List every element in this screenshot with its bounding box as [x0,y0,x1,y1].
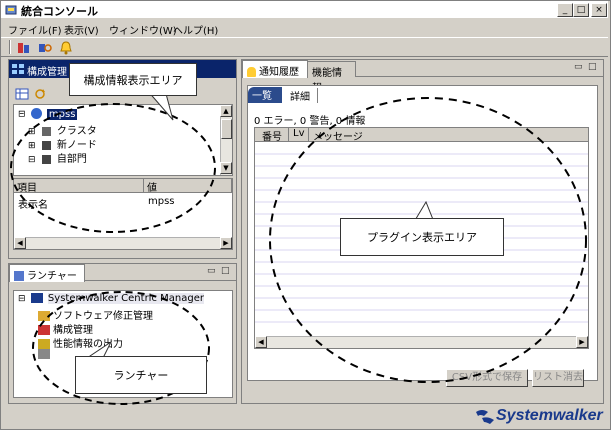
launcher-root[interactable]: ⊟ Systemwalker Centric Manager [18,293,204,304]
prop-name: 表示名 [18,200,48,211]
config-area-callout: 構成情報表示エリア [69,63,197,96]
launcher-icon [14,271,24,281]
scroll-down-icon[interactable]: ▼ [220,162,232,174]
scroll-right-icon[interactable]: ▶ [576,336,588,348]
plugin-panel: 通知履歴 機能情報 ▭ □ 一覧 詳細 0 エラー, 0 警告, 0 情報 番号… [241,59,604,404]
column-header-level[interactable]: Lv [289,128,309,142]
tab-label: 通知履歴 [259,67,299,78]
grid-icon [12,64,24,74]
launcher-panel: ランチャー ▭ □ ⊟ Systemwalker Centric Manager… [8,263,237,405]
systemwalker-icon [30,293,43,303]
plugin-area-callout: プラグイン表示エリア [340,218,504,256]
tab-launcher[interactable]: ランチャー [9,264,85,282]
column-header-item[interactable]: 項目 [14,179,144,194]
panel-maximize-icon[interactable]: □ [221,266,230,276]
server-icon [41,154,51,164]
brand-mark-icon [476,410,494,424]
tab-function-info[interactable]: 機能情報 [308,61,356,94]
launcher-item-icon [38,349,50,359]
subtab-list[interactable]: 一覧 [248,87,282,103]
column-header-value[interactable]: 値 [144,179,232,194]
props-hscrollbar[interactable]: ◀ ▶ [14,237,232,249]
column-header-number[interactable]: 番号 [255,128,289,143]
launcher-root-label: Systemwalker Centric Manager [47,293,204,304]
list-hscrollbar[interactable]: ◀ ▶ [255,336,588,348]
launcher-tab-label: ランチャー [27,271,77,282]
tab-notification-history[interactable]: 通知履歴 [242,60,308,78]
title-bar[interactable]: 統合コンソール _ □ × [1,1,608,19]
launcher-callout-tail [86,340,113,358]
launcher-item-patch[interactable]: ソフトウェア修正管理 [38,307,153,322]
menu-file[interactable]: ファイル(F) [8,26,62,37]
systemwalker-logo: Systemwalker [474,406,606,428]
network-icon [38,325,50,335]
panel-minimize-icon[interactable]: ▭ [207,266,216,276]
refresh-icon[interactable] [33,88,47,100]
scroll-left-icon[interactable]: ◀ [14,237,26,249]
globe-icon [30,108,42,119]
summary-text: 0 エラー, 0 警告, 0 情報 [254,116,366,127]
collapse-icon[interactable]: ⊟ [18,109,26,120]
properties-table: 項目 値 表示名 mpss ◀ ▶ [13,178,233,250]
tree-item-label: 自部門 [56,154,87,165]
toolbar-separator [9,40,11,54]
brand-text: Systemwalker [496,407,603,424]
collapse-icon[interactable]: ⊟ [18,294,26,304]
column-header-message[interactable]: メッセージ [313,132,363,143]
launcher-area-callout: ランチャー [75,356,207,394]
save-csv-button[interactable]: CSV形式で保存 [446,369,528,387]
cluster-icon [41,126,51,136]
bell-icon [247,67,256,77]
panel-maximize-icon[interactable]: □ [588,62,597,72]
menu-help[interactable]: ヘルプ(H) [173,26,219,37]
config-panel-title: 構成管理 [27,67,67,78]
config-tool-icon[interactable] [16,40,32,56]
scroll-left-icon[interactable]: ◀ [255,336,267,348]
prop-value: mpss [148,196,175,207]
scroll-up-icon[interactable]: ▲ [220,105,232,117]
table-view-icon[interactable] [15,88,29,100]
toolbar [1,37,608,57]
close-button[interactable]: × [591,3,607,17]
console-app-icon [5,5,17,15]
collapse-icon[interactable]: ⊟ [28,155,36,165]
config-tree: ⊟ mpss ⊞ クラスタ ⊞ 新ノード ⊟ 自部門 ▲ ▼ [13,104,233,176]
menu-bar: ファイル(F) 表示(V) ウィンドウ(W) ヘルプ(H) [1,20,608,37]
minimize-button[interactable]: _ [557,3,573,17]
chart-icon [38,339,50,349]
panel-minimize-icon[interactable]: ▭ [574,62,583,72]
scroll-thumb[interactable] [221,119,232,139]
scroll-right-icon[interactable]: ▶ [220,237,232,249]
tree-item-newnode[interactable]: ⊞ 新ノード [28,136,97,151]
window-title: 統合コンソール [21,5,98,18]
tree-root-label: mpss [46,108,78,120]
maximize-button[interactable]: □ [573,3,589,17]
clear-list-button[interactable]: リスト消去 [532,369,584,387]
tree-root-row[interactable]: ⊟ mpss [18,108,78,120]
menu-window[interactable]: ウィンドウ(W) [109,26,177,37]
bell-icon[interactable] [58,40,74,56]
server-icon [41,140,51,150]
menu-view[interactable]: 表示(V) [64,26,99,37]
launcher-item-config[interactable]: 構成管理 [38,321,93,336]
tree-scrollbar[interactable]: ▲ ▼ [220,105,232,175]
tree-item-cluster[interactable]: ⊞ クラスタ [28,122,97,137]
subtab-detail[interactable]: 詳細 [286,88,318,103]
search-tool-icon[interactable] [37,40,53,56]
config-panel: 構成管理 ⊟ mpss ⊞ クラスタ ⊞ 新ノード ⊟ 自部門 [8,59,237,259]
plugin-callout-tail [413,200,435,222]
tree-item-department[interactable]: ⊟ 自部門 [28,150,87,165]
pencil-icon [38,311,50,321]
